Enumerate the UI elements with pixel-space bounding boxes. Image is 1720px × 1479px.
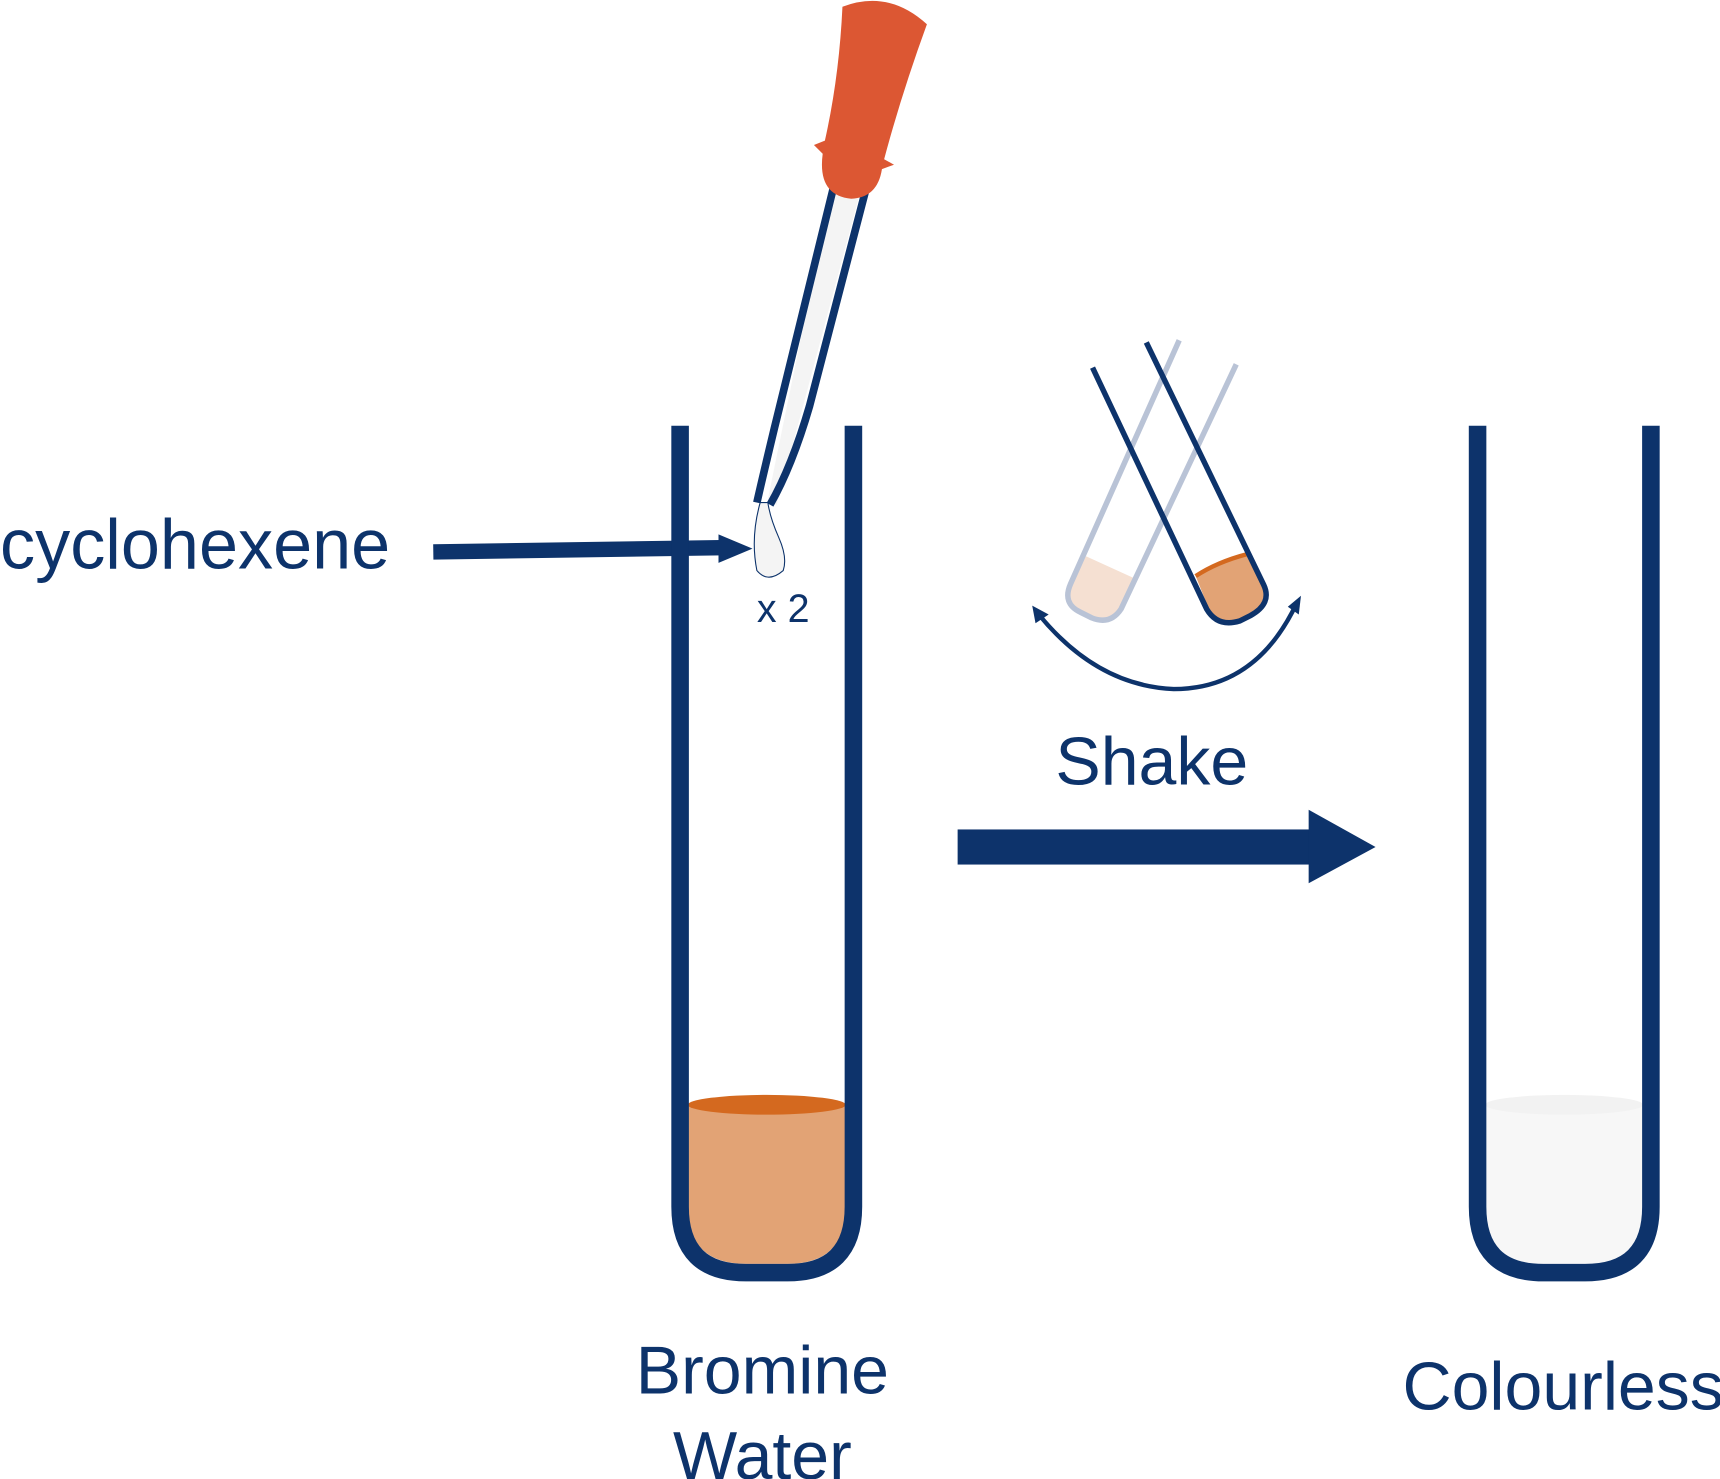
colourless-liquid (1485, 1104, 1644, 1264)
dropper-bulb (813, 0, 927, 199)
reagent-arrow (433, 534, 753, 563)
shaken-tube (1090, 341, 1269, 626)
tube-outline (1468, 425, 1660, 1282)
dropper (753, 0, 927, 578)
dropper-stem-left (753, 185, 838, 504)
end-tube-label: Colourless (1403, 1349, 1720, 1425)
curved-arrow-head-left (1032, 605, 1049, 624)
process-arrow-head (1308, 809, 1376, 884)
faded-tube-outline (1065, 339, 1239, 623)
start-tube-label-line1: Bromine (636, 1332, 889, 1408)
tube-outline (671, 425, 863, 1282)
arrow-head (718, 534, 753, 563)
curved-arrow-head-right (1287, 595, 1301, 615)
bromine-water-liquid (687, 1104, 846, 1264)
shake-curved-arrow (1037, 602, 1299, 692)
drop-icon (753, 502, 786, 578)
process-arrow (957, 809, 1376, 884)
process-arrow-shaft (957, 829, 1311, 865)
test-tube-bromine-water (671, 425, 863, 1282)
drops-count-label: x 2 (757, 587, 810, 631)
reagent-label: cyclohexene (0, 504, 390, 583)
faded-tube-liquid (1067, 556, 1135, 620)
bromine-water-surface (687, 1094, 846, 1115)
shaken-tube-liquid (1195, 554, 1266, 623)
test-tube-colourless (1468, 425, 1660, 1282)
faded-tube (1065, 339, 1239, 623)
shake-illustration (1032, 339, 1301, 692)
dropper-stem-fill (767, 188, 862, 505)
dropper-stem-right (766, 185, 871, 507)
start-tube-label-line2: Water (673, 1418, 852, 1479)
colourless-surface (1485, 1094, 1644, 1115)
shaken-tube-surface (1194, 551, 1248, 578)
shaken-tube-outline (1090, 341, 1269, 626)
action-label: Shake (1055, 723, 1248, 799)
